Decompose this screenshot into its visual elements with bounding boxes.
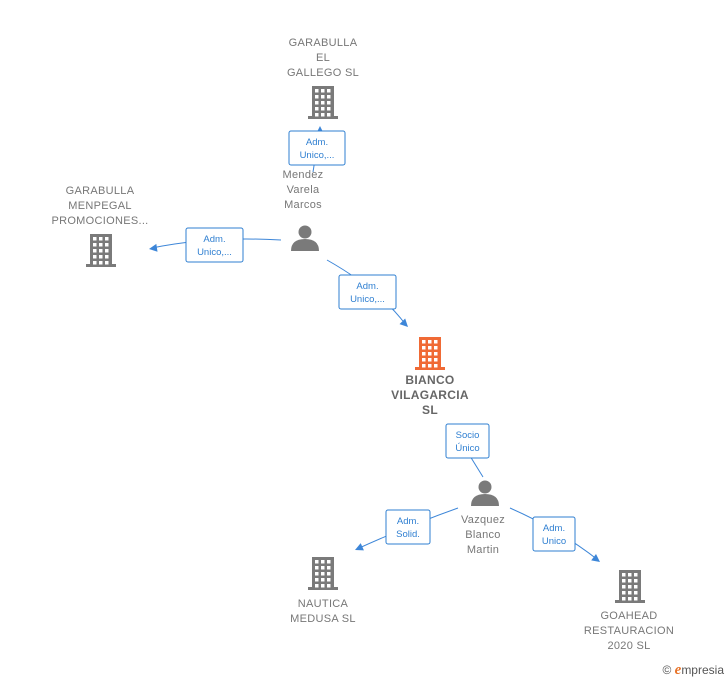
arrow-head-icon xyxy=(591,554,600,562)
brand-name: mpresia xyxy=(681,663,724,677)
person-head xyxy=(478,480,492,494)
edge-label-box xyxy=(445,423,490,459)
building-icon xyxy=(415,337,445,370)
node-label-line: Marcos xyxy=(284,199,322,211)
edge-label[interactable]: Adm. Unico xyxy=(532,516,576,552)
edge-mendez-bianco: Adm. Unico,... xyxy=(326,259,408,327)
node-goahead[interactable]: GOAHEAD RESTAURACION 2020 SL xyxy=(584,570,674,652)
building-icon xyxy=(615,570,645,603)
edge-vazquez-goahead: Adm. Unico xyxy=(509,507,600,562)
brand-e: e xyxy=(674,662,682,678)
edge-label-text: Único xyxy=(455,443,479,454)
node-nautica[interactable]: NAUTICA MEDUSA SL xyxy=(290,557,356,625)
node-garabulla_menpegal[interactable]: GARABULLA MENPEGAL PROMOCIONES... xyxy=(51,185,148,267)
edge-label-text: Socio xyxy=(456,430,480,441)
edge-label[interactable]: Adm. Solid. xyxy=(385,509,431,545)
edge-label-text: Adm. xyxy=(356,281,378,292)
building-base xyxy=(615,600,645,603)
node-label-line: MEDUSA SL xyxy=(290,613,356,625)
node-label-line: GARABULLA xyxy=(66,185,135,197)
building-icon xyxy=(308,557,338,590)
edge-label[interactable]: Adm. Unico,... xyxy=(338,274,397,310)
building-base xyxy=(308,587,338,590)
edge-label-text: Unico xyxy=(542,536,566,547)
node-label-line: VILAGARCIA xyxy=(391,388,469,402)
building-icon xyxy=(86,234,116,267)
node-label-line: Blanco xyxy=(465,529,500,541)
copyright-symbol: © xyxy=(662,663,672,677)
arrow-head-icon xyxy=(399,318,408,327)
node-label-line: NAUTICA xyxy=(298,598,349,610)
person-icon xyxy=(471,480,499,506)
edge-vazquez-nautica: Adm. Solid. xyxy=(355,507,459,551)
node-label-line: SL xyxy=(422,403,438,417)
edge-label-text: Solid. xyxy=(396,529,420,540)
node-label-line: Vazquez xyxy=(461,514,505,526)
node-label-line: Mendez xyxy=(283,169,324,181)
person-body xyxy=(471,494,499,506)
node-label-line: GARABULLA xyxy=(289,37,358,49)
arrow-head-icon xyxy=(355,543,364,551)
node-label-line: Varela xyxy=(287,184,320,196)
edge-label-text: Unico,... xyxy=(197,247,232,258)
edge-label-box xyxy=(288,130,346,166)
edge-label[interactable]: Adm. Unico,... xyxy=(185,227,244,263)
building-base xyxy=(415,367,445,370)
node-label-line: MENPEGAL xyxy=(68,200,132,212)
edge-label-text: Adm. xyxy=(306,137,328,148)
edge-label-text: Adm. xyxy=(397,516,419,527)
arrow-head-icon xyxy=(149,243,158,252)
person-icon xyxy=(291,225,319,251)
node-label-line: Martin xyxy=(467,544,499,556)
node-label-line: GOAHEAD xyxy=(600,610,657,622)
edge-label-text: Adm. xyxy=(543,523,565,534)
edge-label-text: Unico,... xyxy=(300,150,335,161)
edge-label-box xyxy=(185,227,244,263)
node-garabulla_gallego[interactable]: GARABULLA EL GALLEGO SL xyxy=(287,37,359,119)
edge-mendez-garabulla_menpegal: Adm. Unico,... xyxy=(149,227,282,263)
node-label-line: EL xyxy=(316,52,330,64)
edge-label-text: Unico,... xyxy=(350,294,385,305)
person-head xyxy=(298,225,312,239)
edge-label[interactable]: Adm. Unico,... xyxy=(288,130,346,166)
building-base xyxy=(308,116,338,119)
node-label-line: PROMOCIONES... xyxy=(51,215,148,227)
edge-mendez-garabulla_gallego: Adm. Unico,... xyxy=(288,126,346,173)
footer-brand: © empresia xyxy=(662,662,724,679)
edge-label-box xyxy=(532,516,576,552)
person-body xyxy=(291,239,319,251)
node-label-line: 2020 SL xyxy=(607,640,650,652)
node-label-line: RESTAURACION xyxy=(584,625,674,637)
node-label-line: BIANCO xyxy=(405,373,454,387)
edge-label-box xyxy=(385,509,431,545)
building-base xyxy=(86,264,116,267)
edge-label-text: Adm. xyxy=(203,234,225,245)
edge-label-box xyxy=(338,274,397,310)
node-label-line: GALLEGO SL xyxy=(287,67,359,79)
building-icon xyxy=(308,86,338,119)
